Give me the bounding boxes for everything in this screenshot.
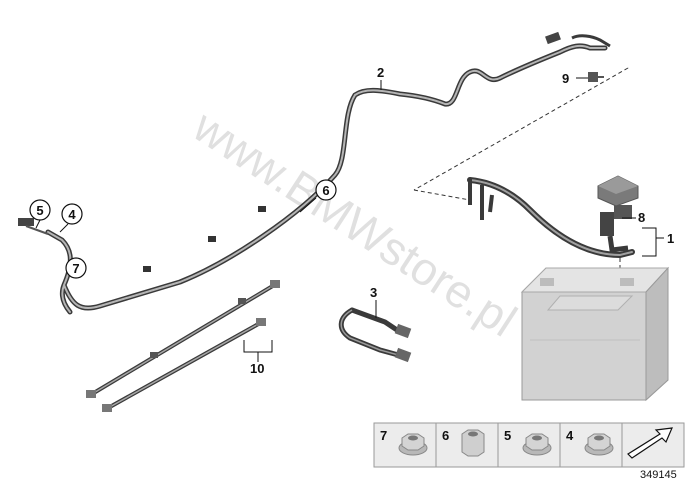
svg-text:1: 1 xyxy=(667,231,674,246)
main-cable-part-2[interactable] xyxy=(18,31,611,315)
battery-cable-part-1[interactable] xyxy=(467,175,639,259)
callout-10[interactable]: 10 xyxy=(250,361,264,376)
svg-text:4: 4 xyxy=(68,207,76,222)
battery xyxy=(520,266,670,402)
ground-strap-part-3[interactable] xyxy=(338,307,412,363)
callout-1[interactable]: 1 xyxy=(667,231,674,246)
callout-8[interactable]: 8 xyxy=(638,210,645,225)
terminal-part-9[interactable] xyxy=(588,72,604,82)
svg-text:5: 5 xyxy=(36,203,43,218)
reference-arrow-icon[interactable] xyxy=(627,427,673,459)
cable-pair-part-10[interactable] xyxy=(86,280,280,412)
dashed-reference-lines xyxy=(413,67,629,340)
callout-4[interactable]: 4 xyxy=(61,203,83,225)
callout-9[interactable]: 9 xyxy=(562,71,569,86)
callout-5[interactable]: 5 xyxy=(29,199,51,221)
svg-text:6: 6 xyxy=(442,428,449,443)
svg-text:4: 4 xyxy=(566,428,574,443)
legend-cell-5[interactable]: 5 xyxy=(504,428,552,456)
callout-7[interactable]: 7 xyxy=(65,257,87,279)
callout-3[interactable]: 3 xyxy=(370,285,377,300)
svg-text:8: 8 xyxy=(638,210,645,225)
hex-flange-nut-icon xyxy=(398,433,428,456)
hex-flange-nut-icon xyxy=(522,433,552,456)
svg-text:2: 2 xyxy=(377,65,384,80)
callout-6[interactable]: 6 xyxy=(315,179,337,201)
svg-text:9: 9 xyxy=(562,71,569,86)
hex-flange-nut-icon xyxy=(584,433,614,456)
legend-cell-6[interactable]: 6 xyxy=(442,428,485,457)
legend-cell-4[interactable]: 4 xyxy=(566,428,614,456)
svg-text:7: 7 xyxy=(380,428,387,443)
leader-lines xyxy=(35,77,664,362)
diagram-id: 349145 xyxy=(640,469,677,481)
fastener-legend: 7 6 5 4 xyxy=(373,422,685,468)
svg-text:7: 7 xyxy=(72,261,79,276)
callout-2[interactable]: 2 xyxy=(377,65,384,80)
svg-text:3: 3 xyxy=(370,285,377,300)
legend-cell-7[interactable]: 7 xyxy=(380,428,428,456)
hex-nut-tall-icon xyxy=(461,429,485,457)
svg-text:6: 6 xyxy=(322,183,329,198)
svg-text:10: 10 xyxy=(250,361,264,376)
svg-text:5: 5 xyxy=(504,428,511,443)
